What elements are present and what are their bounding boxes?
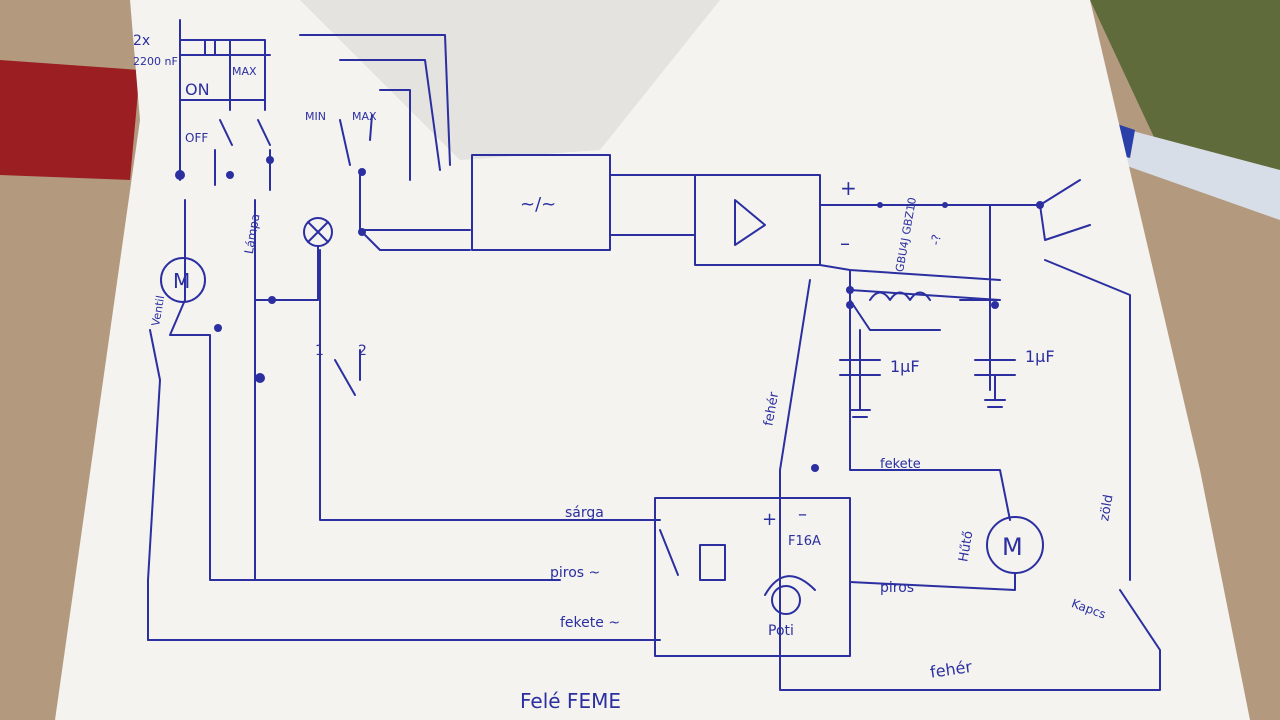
switch-on-label: ON [185, 80, 210, 99]
fan-label: Ventil [149, 295, 167, 328]
ac-converter-box [471, 154, 611, 251]
relay-minus-label: – [798, 504, 807, 525]
fan-motor-symbol: M [173, 269, 190, 293]
relay-fekete-label: fekete ~ [560, 615, 620, 631]
ac-converter-symbol: ~/~ [520, 194, 556, 215]
fuse-label: F16A [788, 534, 821, 549]
position-2-label: 2 [358, 343, 367, 359]
cap-1uf-a-label: 1µF [890, 357, 920, 376]
bottom-note: Felé FEME [520, 689, 621, 713]
wire-zold-label: zöld [1097, 493, 1116, 522]
minus-label: – [840, 231, 850, 255]
cap-value-label: 2200 nF [133, 55, 178, 68]
min-max-switch [299, 34, 471, 251]
cooling-motor-symbol: M [1002, 533, 1023, 561]
fan-motor-icon [160, 257, 206, 303]
poti-label: Poti [768, 623, 794, 639]
switch-max-label: MAX [232, 65, 257, 78]
question-label: -? [928, 233, 944, 246]
switch-off-label: OFF [185, 131, 208, 145]
paper-shadow [300, 0, 720, 160]
relay-sarga-label: sárga [565, 505, 604, 521]
motor-piros-label: piros [880, 580, 914, 596]
paper-sheet [55, 0, 1250, 720]
switch-cluster [175, 19, 274, 191]
rectifier-box [694, 174, 821, 266]
cooling-motor-label: Hűtő [956, 530, 976, 563]
plus-label: + [840, 176, 857, 200]
relay-piros-label: piros ~ [550, 565, 600, 581]
wire-fekete-label: fekete [880, 457, 921, 472]
position-1-label: 1 [315, 343, 324, 359]
lamp-label: Lámpa [242, 213, 263, 256]
control-box [654, 497, 851, 657]
pot-min-label: MIN [305, 110, 326, 123]
wire-feher-label-1: fehér [761, 390, 782, 427]
relay-plus-label: + [762, 509, 777, 530]
background-red-fabric [0, 60, 140, 180]
capacitor-a-icon [839, 359, 881, 418]
pot-max-label: MAX [352, 110, 377, 123]
left-wiring [147, 199, 561, 641]
background-green-mat [1090, 0, 1280, 200]
poti-icon [764, 575, 816, 615]
inductor-icon [869, 291, 931, 301]
capacitor-b-icon [974, 359, 1016, 408]
position-switch [319, 249, 661, 521]
cap-1uf-b-label: 1µF [1025, 347, 1055, 366]
cap-count-label: 2x [133, 33, 150, 49]
